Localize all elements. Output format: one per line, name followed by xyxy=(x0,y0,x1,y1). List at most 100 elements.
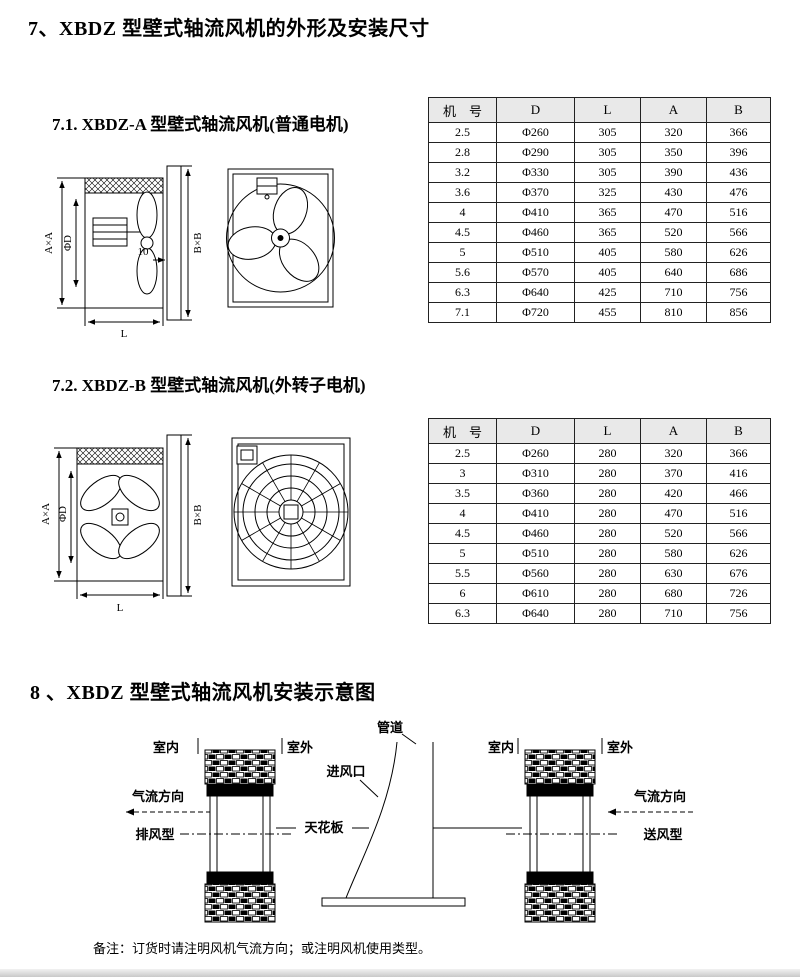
table-cell: 2.5 xyxy=(428,443,497,464)
col-header-model: 机 号 xyxy=(428,97,497,123)
section-7-1-title: 7.1. XBDZ-A 型壁式轴流风机(普通电机) xyxy=(52,115,349,134)
rotor-hub-center xyxy=(115,512,125,522)
table-cell: Φ260 xyxy=(496,443,575,464)
mounting-plate xyxy=(166,434,182,597)
table-cell: 280 xyxy=(574,583,641,604)
front-view-xbdz-a xyxy=(226,168,335,308)
figure-7-2-drawings: A×A ΦD B×B L xyxy=(40,434,351,614)
table-cell: 856 xyxy=(706,302,771,323)
label-airflow-left: 气流方向 xyxy=(132,789,184,804)
table-cell: 516 xyxy=(706,202,771,223)
label-indoor-right: 室内 xyxy=(488,740,514,755)
table-cell: Φ720 xyxy=(496,302,575,323)
table-cell: Φ510 xyxy=(496,242,575,263)
table-cell: Φ510 xyxy=(496,543,575,564)
front-view-xbdz-b xyxy=(231,437,351,587)
label-supply-type: 送风型 xyxy=(642,827,682,842)
dim-label-l: L xyxy=(121,328,128,340)
col-header-a: A xyxy=(640,418,707,444)
table-cell: Φ330 xyxy=(496,162,575,183)
order-note: 备注：订货时请注明风机气流方向；或注明风机使用类型。 xyxy=(93,941,432,956)
table-cell: 580 xyxy=(640,242,707,263)
table-cell: 305 xyxy=(574,122,641,143)
installation-labels: 室内 室外 气流方向 排风型 管道 进风口 天花板 室内 室外 气流方向 送风型 xyxy=(132,720,686,842)
grille-spokes xyxy=(234,455,348,569)
left-wall-fan-unit xyxy=(126,738,292,923)
table-cell: 470 xyxy=(640,503,707,524)
table-cell: 4 xyxy=(428,503,497,524)
table-cell: Φ290 xyxy=(496,142,575,163)
label-outdoor-right: 室外 xyxy=(607,740,633,755)
side-view-a-labels: A×A ΦD B×B 10 L xyxy=(43,232,204,340)
table-cell: Φ310 xyxy=(496,463,575,484)
table-cell: 566 xyxy=(706,523,771,544)
table-cell: 4.5 xyxy=(428,523,497,544)
table-cell: 626 xyxy=(706,242,771,263)
label-outdoor-left: 室外 xyxy=(287,740,313,755)
wall-brick-top xyxy=(524,749,596,785)
inlet-leader xyxy=(359,779,379,798)
table-cell: 420 xyxy=(640,483,707,504)
table-cell: 640 xyxy=(640,262,707,283)
label-exhaust-type: 排风型 xyxy=(135,827,174,842)
duct-leader xyxy=(401,733,417,745)
dim-label-axa: A×A xyxy=(43,232,55,254)
table-cell: 5 xyxy=(428,543,497,564)
table-cell: 3.6 xyxy=(428,182,497,203)
table-cell: Φ460 xyxy=(496,222,575,243)
table-a-header-row: 机 号 D L A B xyxy=(428,97,771,123)
flange-bottom xyxy=(206,871,274,885)
mounting-plate xyxy=(166,165,182,321)
table-cell: 405 xyxy=(574,242,641,263)
table-cell: 280 xyxy=(574,523,641,544)
label-indoor-left: 室内 xyxy=(153,740,179,755)
table-cell: 4.5 xyxy=(428,222,497,243)
table-cell: 566 xyxy=(706,222,771,243)
table-cell: 520 xyxy=(640,222,707,243)
table-cell: Φ560 xyxy=(496,563,575,584)
table-cell: 455 xyxy=(574,302,641,323)
rotor-blade-tr xyxy=(118,474,160,512)
table-cell: Φ460 xyxy=(496,523,575,544)
col-header-a: A xyxy=(640,97,707,123)
duct-base-plate xyxy=(321,897,466,907)
side-view-xbdz-b xyxy=(54,434,192,599)
table-cell: 405 xyxy=(574,262,641,283)
table-cell: Φ570 xyxy=(496,262,575,283)
table-cell: Φ610 xyxy=(496,583,575,604)
table-cell: 7.1 xyxy=(428,302,497,323)
table-cell: 466 xyxy=(706,483,771,504)
table-cell: 350 xyxy=(640,142,707,163)
table-cell: 280 xyxy=(574,563,641,584)
fan-opening xyxy=(226,183,335,293)
label-airflow-right: 气流方向 xyxy=(634,789,686,804)
table-cell: 396 xyxy=(706,142,771,163)
table-cell: Φ410 xyxy=(496,503,575,524)
table-cell: 6.3 xyxy=(428,603,497,624)
table-cell: 2.8 xyxy=(428,142,497,163)
table-cell: 280 xyxy=(574,443,641,464)
table-cell: 390 xyxy=(640,162,707,183)
table-cell: Φ260 xyxy=(496,122,575,143)
dim-label-bxb: B×B xyxy=(192,505,204,526)
table-cell: 3.5 xyxy=(428,483,497,504)
impeller-hub xyxy=(140,236,154,250)
wall-hatch-strip xyxy=(76,447,164,465)
duct-schematic xyxy=(276,733,522,907)
figure-7-1-drawings: A×A ΦD B×B 10 L xyxy=(43,165,335,340)
col-header-model: 机 号 xyxy=(428,418,497,444)
impeller-blade-top xyxy=(136,191,158,239)
table-cell: 470 xyxy=(640,202,707,223)
table-cell: 626 xyxy=(706,543,771,564)
